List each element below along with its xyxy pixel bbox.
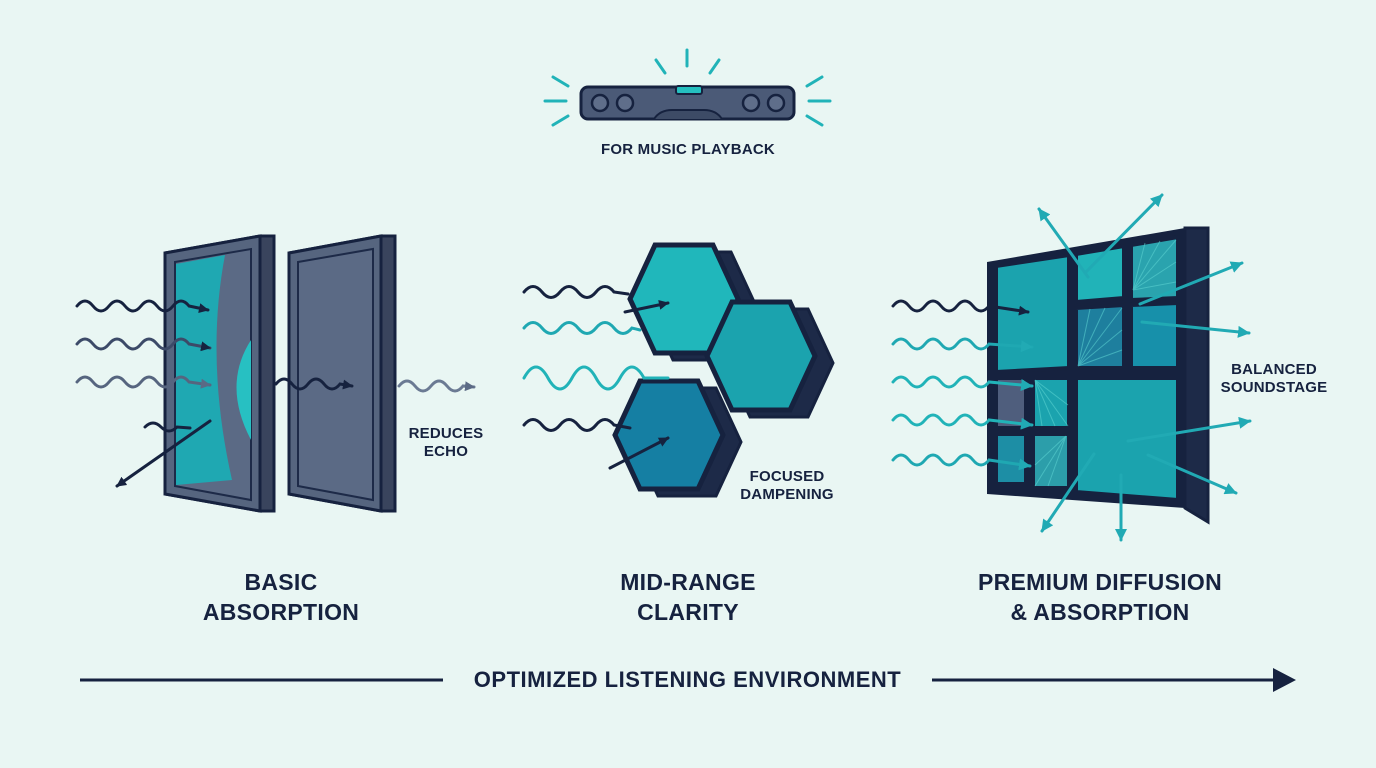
stage-3-note: BALANCED SOUNDSTAGE	[1208, 361, 1340, 397]
soundbar-icon	[543, 48, 832, 127]
stage-2-note-line2: DAMPENING	[740, 486, 834, 503]
diffuser-panel-icon	[891, 193, 1252, 542]
stage-2-note: FOCUSED DAMPENING	[726, 468, 848, 504]
stage-1-note-line2: ECHO	[423, 443, 469, 460]
stage-1-title-line1: BASIC	[244, 569, 318, 595]
arrow-right-icon	[1273, 668, 1296, 692]
stage-3-note-line1: BALANCED	[1231, 361, 1317, 378]
stage-3-note-line2: SOUNDSTAGE	[1220, 379, 1328, 396]
absorption-panels-icon	[75, 234, 476, 513]
stage-1-title: BASIC ABSORPTION	[146, 567, 416, 627]
stage-2-title: MID-RANGE CLARITY	[573, 567, 803, 627]
stage-3-title-line2: & ABSORPTION	[1010, 599, 1190, 625]
stage-2-note-line1: FOCUSED	[749, 468, 825, 485]
stage-2-title-line1: MID-RANGE	[620, 569, 756, 595]
stage-3-title-line1: PREMIUM DIFFUSION	[977, 569, 1223, 595]
stage-1-note: REDUCES ECHO	[386, 425, 506, 461]
hexagon-panels-icon	[522, 242, 835, 498]
stage-1-note-line1: REDUCES	[408, 425, 484, 442]
stage-1-title-line2: ABSORPTION	[202, 599, 360, 625]
progression-arrow	[80, 668, 1296, 692]
stage-2-title-line2: CLARITY	[637, 599, 739, 625]
header-caption: FOR MUSIC PLAYBACK	[601, 141, 775, 158]
progression-label: OPTIMIZED LISTENING ENVIRONMENT	[473, 667, 902, 692]
stage-3-title: PREMIUM DIFFUSION & ABSORPTION	[940, 567, 1260, 627]
